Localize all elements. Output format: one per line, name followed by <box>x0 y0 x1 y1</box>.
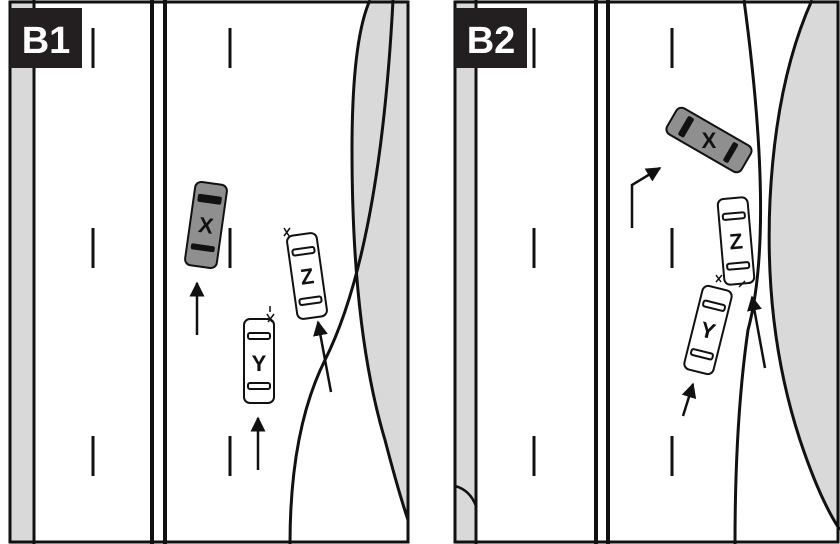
panel-b1: X Y Z B1 <box>10 0 408 544</box>
b2-car-z: Z <box>717 197 754 285</box>
panel-b1-label: B1 <box>22 20 71 62</box>
panel-b2-left-verge <box>455 0 477 544</box>
b1-car-y: Y <box>244 319 274 403</box>
panel-b1-road-bg <box>10 0 408 544</box>
b2-car-x-label: X <box>702 128 717 153</box>
panel-b2-label: B2 <box>467 20 516 62</box>
panel-b2: X Z Y B2 <box>455 0 840 544</box>
panel-b1-left-verge <box>10 0 34 544</box>
b1-car-y-label: Y <box>252 351 267 376</box>
b2-car-z-label: Z <box>728 228 744 254</box>
